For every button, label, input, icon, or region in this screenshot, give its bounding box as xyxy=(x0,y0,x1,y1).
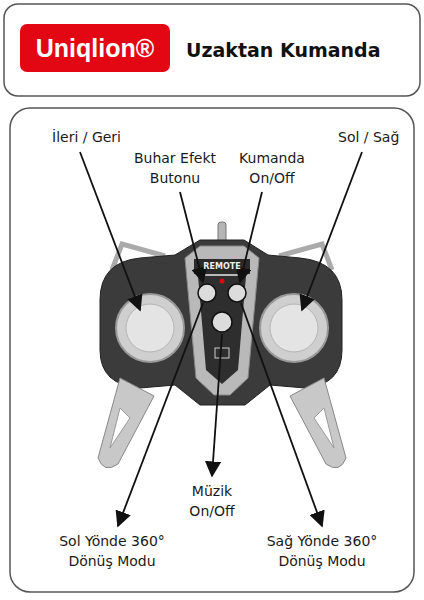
header-frame xyxy=(4,4,420,96)
callout-label: Kumanda On/Off xyxy=(230,148,314,189)
callout-label: Buhar Efekt Butonu xyxy=(115,148,235,189)
logo-box: Uniqlion® xyxy=(20,24,170,72)
panel-frame xyxy=(10,108,414,592)
logo-text: Uniqlion® xyxy=(36,34,154,63)
callout-label: İleri / Geri xyxy=(52,127,162,147)
callout-label: Sol Yönde 360° Dönüş Modu xyxy=(42,531,182,572)
callout-label: Müzik On/Off xyxy=(177,481,247,522)
callout-label: Sol / Sağ xyxy=(338,127,416,147)
title: Uzaktan Kumanda xyxy=(186,37,380,65)
leader-lines xyxy=(80,152,362,526)
callout-label: Sağ Yönde 360° Dönüş Modu xyxy=(252,531,392,572)
device-print: REMOTE xyxy=(194,261,250,272)
